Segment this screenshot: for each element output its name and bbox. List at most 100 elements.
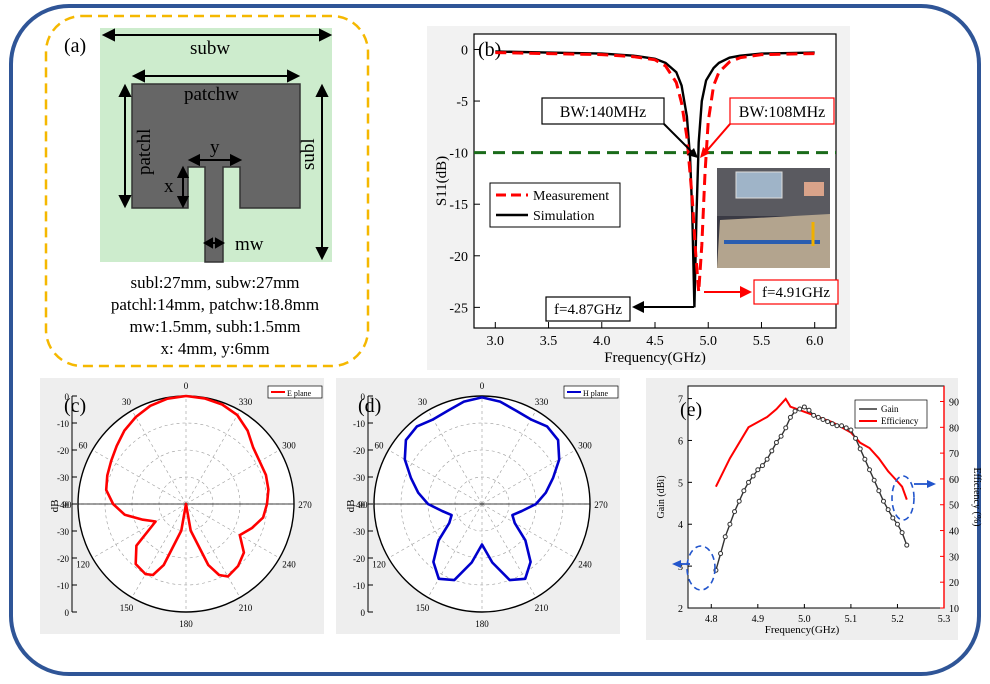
gain-point — [746, 479, 752, 485]
gain-point — [741, 488, 747, 494]
subw-dimension — [101, 28, 333, 42]
e-xtick-label: 4.9 — [752, 614, 765, 625]
b-xtick-label: 3.5 — [540, 334, 558, 349]
gain-points — [713, 404, 910, 573]
measurement-photo-icon — [717, 168, 830, 268]
gain-point — [904, 542, 910, 548]
legend-simulation-label: Simulation — [533, 209, 594, 224]
b-ytick-label: -20 — [449, 250, 468, 265]
bw-meas-arrow — [703, 123, 731, 155]
gain-point — [829, 421, 835, 427]
gain-point — [853, 435, 859, 441]
f-meas-arrowhead — [740, 286, 752, 298]
gain-point — [825, 419, 831, 425]
y-label: y — [210, 137, 220, 158]
gain-point — [797, 406, 803, 412]
e-y2tick-label: 50 — [949, 501, 959, 512]
polar-angle-label: 60 — [78, 441, 88, 451]
gain-point — [876, 488, 882, 494]
e-y2tick-label: 80 — [949, 423, 959, 434]
bw-sim-arrowhead — [687, 148, 698, 158]
e-y2tick-label: 90 — [949, 397, 959, 408]
polar-side-tick-label: -20 — [353, 554, 365, 564]
polar-side-tick-label: 0 — [65, 608, 70, 618]
panel-d-legend-box — [563, 385, 619, 399]
spec-line-4: x: 4mm, y:6mm — [160, 339, 269, 358]
y-dimension — [187, 153, 243, 167]
b-ytick-label: -15 — [449, 198, 468, 213]
panel-d-polar-axes: 03060901201501802102402703003300-10-20-3… — [353, 381, 608, 629]
legend-box — [489, 182, 621, 228]
panel-c-legend-box — [267, 385, 323, 399]
gain-point — [806, 407, 812, 413]
gain-point — [718, 551, 724, 557]
f-meas-text: f=4.91GHz — [762, 285, 830, 301]
polar-grid-spoke — [427, 410, 483, 505]
b-xtick-label: 6.0 — [806, 334, 824, 349]
gain-point — [787, 414, 793, 420]
bw-meas-box — [729, 97, 835, 125]
b-ytick-label: -10 — [449, 147, 468, 162]
polar-pattern-curve — [104, 394, 270, 578]
efficiency-marker-arrowhead — [927, 480, 936, 488]
gain-point — [773, 440, 779, 446]
polar-angle-label: 0 — [184, 381, 189, 391]
polar-side-tick-label: -20 — [57, 446, 69, 456]
gain-point — [899, 530, 905, 536]
patchw-label: patchw — [184, 84, 239, 105]
polar-angle-label: 120 — [372, 560, 386, 570]
b-ytick-label: 0 — [461, 43, 468, 58]
polar-grid-spoke — [185, 503, 241, 598]
polar-side-tick-label: -20 — [353, 446, 365, 456]
gain-point — [792, 408, 798, 414]
gain-point — [750, 473, 756, 479]
polar-side-tick-label: -30 — [57, 527, 69, 537]
polar-side-tick-label: -30 — [57, 473, 69, 483]
polar-side-tick-label: -30 — [353, 527, 365, 537]
gain-point — [801, 404, 807, 410]
patch-with-feed — [131, 83, 301, 263]
e-ytick-label: 6 — [678, 436, 683, 447]
patchl-label: patchl — [134, 129, 155, 175]
gain-axis-marker — [672, 545, 716, 591]
polar-side-tick-label: -10 — [57, 581, 69, 591]
polar-angle-label: 330 — [535, 397, 549, 407]
f-meas-annotation: f=4.91GHz — [704, 279, 839, 305]
b-xtick-label: 4.5 — [646, 334, 664, 349]
polar-grid-spoke — [481, 503, 576, 559]
polar-grid-spoke — [185, 449, 280, 505]
bw-sim-annotation: BW:140MHz — [541, 97, 698, 158]
polar-angle-label: 150 — [120, 603, 134, 613]
polar-angle-label: 30 — [418, 397, 428, 407]
polar-grid-spoke — [185, 410, 241, 505]
polar-angle-label: 150 — [416, 603, 430, 613]
panel-a-label: (a) — [64, 35, 86, 57]
panel-b-xlabel: Frequency(GHz) — [604, 350, 706, 366]
gain-point — [871, 477, 877, 483]
e-xtick-label: 4.8 — [705, 614, 718, 625]
f-meas-box — [753, 279, 839, 305]
bw-sim-text: BW:140MHz — [560, 104, 647, 121]
gain-point — [880, 498, 886, 504]
efficiency-axis-marker — [891, 475, 936, 521]
polar-angle-label: 240 — [282, 560, 296, 570]
subw-label: subw — [190, 38, 230, 59]
gain-point — [811, 412, 817, 418]
polar-side-tick-label: -40 — [57, 500, 69, 510]
polar-side-tick-label: -10 — [353, 581, 365, 591]
f-sim-text: f=4.87GHz — [554, 302, 622, 318]
panel-d-legend: H plane — [563, 385, 619, 399]
gain-point — [843, 425, 849, 431]
panel-b-legend: Measurement Simulation — [489, 182, 621, 228]
polar-angle-label: 0 — [480, 381, 485, 391]
gain-point — [727, 521, 733, 527]
polar-grid-spoke — [131, 503, 187, 598]
gain-point — [778, 433, 784, 439]
polar-side-tick-label: -20 — [57, 554, 69, 564]
panel-d-ylabel: dB — [345, 500, 357, 513]
b-xtick-label: 5.0 — [699, 334, 717, 349]
polar-grid-spoke — [427, 503, 483, 598]
legend-measurement-label: Measurement — [533, 189, 609, 204]
panel-c-ylabel: dB — [49, 500, 61, 513]
